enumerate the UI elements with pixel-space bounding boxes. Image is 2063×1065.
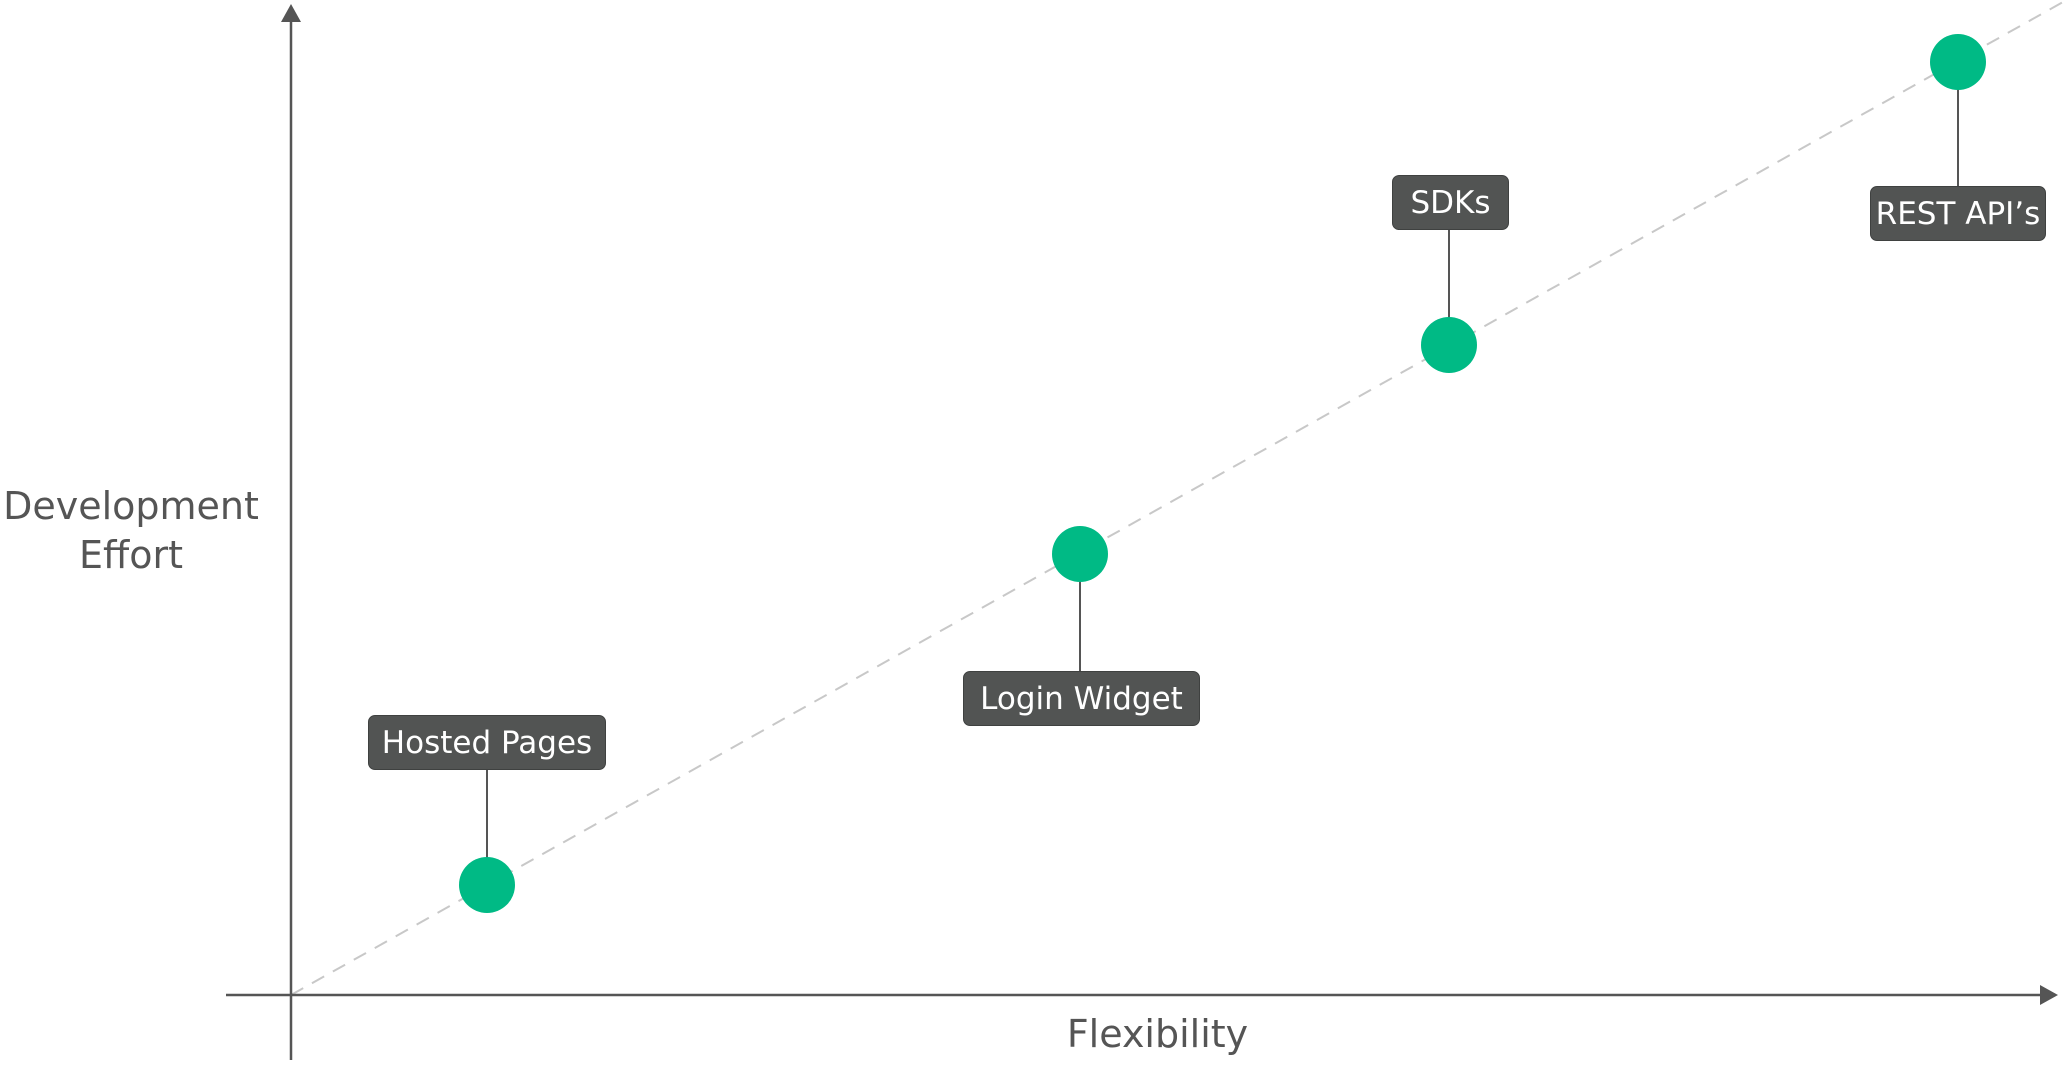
label-hosted-pages: Hosted Pages	[368, 715, 606, 770]
point-sdks	[1421, 317, 1477, 373]
y-axis-label-line2: Effort	[79, 533, 183, 577]
label-login-widget: Login Widget	[963, 671, 1200, 726]
point-hosted-pages	[459, 857, 515, 913]
trend-line	[290, 1, 2063, 996]
y-axis-arrow-icon	[281, 4, 301, 22]
label-rest-apis: REST API’s	[1870, 186, 2046, 241]
y-axis-label: Development Effort	[0, 482, 262, 580]
y-axis-label-line1: Development	[3, 484, 259, 528]
x-axis-arrow-icon	[2040, 985, 2058, 1005]
point-rest-apis	[1930, 34, 1986, 90]
x-axis-label: Flexibility	[1066, 1012, 1249, 1056]
label-sdks: SDKs	[1392, 175, 1509, 230]
point-login-widget	[1052, 526, 1108, 582]
